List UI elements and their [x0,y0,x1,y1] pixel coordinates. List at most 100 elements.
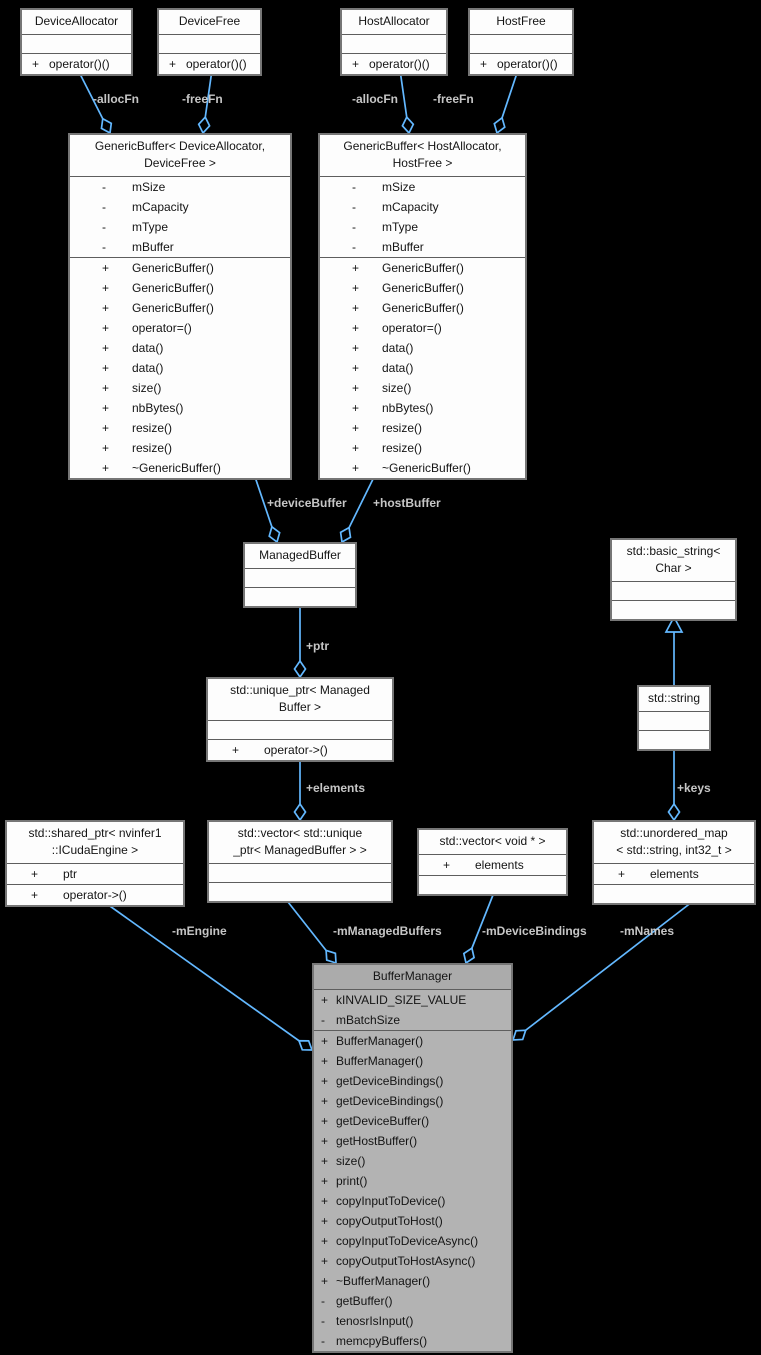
class-title-line: std::vector< void * > [439,834,546,848]
members-section: +kINVALID_SIZE_VALUE-mBatchSize [314,990,511,1031]
aggregation-diamond [197,115,211,135]
visibility-symbol: + [321,1274,329,1288]
empty-section [209,883,391,901]
visibility-symbol: + [102,421,110,435]
visibility-symbol: + [321,1034,329,1048]
member-row: +operator->() [208,740,392,760]
class-box-std-basic-string[interactable]: std::basic_string<Char > [610,538,737,621]
edge-label: -mManagedBuffers [333,924,442,938]
member-name: BufferManager() [336,1054,424,1068]
visibility-symbol: + [102,381,110,395]
member-row: -getBuffer() [314,1291,511,1311]
edge-label: -freeFn [182,92,223,106]
member-row: -mSize [70,177,290,197]
visibility-symbol: + [352,281,360,295]
class-title-line: < std::string, int32_t > [616,843,732,857]
member-name: data() [132,341,164,355]
class-box-std-vector-unique-ptr-ManagedBuffer[interactable]: std::vector< std::unique_ptr< ManagedBuf… [207,820,393,903]
empty-section [419,876,566,894]
member-row: +getDeviceBindings() [314,1071,511,1091]
member-row: +elements [594,864,754,884]
visibility-symbol: + [31,888,39,902]
member-row: +~GenericBuffer() [320,458,525,478]
class-box-std-unordered-map[interactable]: std::unordered_map< std::string, int32_t… [592,820,756,905]
class-title: ManagedBuffer [245,544,355,569]
edge-label: -freeFn [433,92,474,106]
class-box-DeviceAllocator[interactable]: DeviceAllocator+operator()() [20,8,133,76]
members-section: +elements [594,864,754,885]
member-name: copyOutputToHost() [336,1214,443,1228]
edge-label: -allocFn [93,92,140,106]
class-box-std-vector-void-ptr[interactable]: std::vector< void * >+elements [417,828,568,896]
member-name: size() [382,381,412,395]
visibility-symbol: + [352,57,360,71]
members-section: -mSize-mCapacity-mType-mBuffer [320,177,525,258]
member-row: +copyInputToDevice() [314,1191,511,1211]
member-name: memcpyBuffers() [336,1334,428,1348]
member-row: +operator()() [470,54,572,74]
member-name: getDeviceBindings() [336,1074,444,1088]
class-box-BufferManager[interactable]: BufferManager+kINVALID_SIZE_VALUE-mBatch… [312,963,513,1353]
empty-section [612,582,735,601]
visibility-symbol: + [480,57,488,71]
member-name: ptr [63,867,78,881]
member-name: getBuffer() [336,1294,393,1308]
member-row: +operator()() [159,54,260,74]
class-box-ManagedBuffer[interactable]: ManagedBuffer [243,542,357,608]
class-title-line: std::vector< std::unique [237,826,363,840]
member-row: + BufferManager() [314,1051,511,1071]
class-box-GenericBuffer-Host[interactable]: GenericBuffer< HostAllocator,HostFree > -… [318,133,527,480]
visibility-symbol: + [31,867,39,881]
edge-label: +deviceBuffer [267,496,347,510]
class-box-std-shared-ptr-ICudaEngine[interactable]: std::shared_ptr< nvinfer1::ICudaEngine >… [5,820,185,907]
class-title: std::unordered_map< std::string, int32_t… [594,822,754,864]
empty-section [209,864,391,883]
member-row: +getDeviceBuffer() [314,1111,511,1131]
member-name: kINVALID_SIZE_VALUE [336,993,467,1007]
member-name: mType [382,220,419,234]
empty-section [342,35,446,54]
class-title: std::vector< void * > [419,830,566,855]
class-box-HostFree[interactable]: HostFree+operator()() [468,8,574,76]
visibility-symbol: - [352,240,356,254]
class-title: HostAllocator [342,10,446,35]
member-name: mType [132,220,169,234]
empty-section [639,712,709,731]
member-name: getDeviceBindings() [336,1094,444,1108]
visibility-symbol: + [321,1214,329,1228]
visibility-symbol: + [102,461,110,475]
member-name: operator()() [49,57,110,71]
class-box-HostAllocator[interactable]: HostAllocator + operator()() [340,8,448,76]
class-box-GenericBuffer-Device[interactable]: GenericBuffer< DeviceAllocator,DeviceFre… [68,133,292,480]
class-title-line: std::string [647,691,701,705]
member-row: -mBuffer [70,237,290,257]
class-title-line: std::unordered_map [620,826,728,840]
class-box-std-string[interactable]: std::string [637,685,711,751]
member-name: data() [382,341,414,355]
class-title: GenericBuffer< HostAllocator,HostFree > [320,135,525,177]
aggregation-diamond [493,116,506,135]
member-row: +operator->() [7,885,183,905]
member-row: +copyInputToDeviceAsync() [314,1231,511,1251]
empty-section [470,35,572,54]
class-title-line: _ptr< ManagedBuffer > > [233,843,367,857]
member-row: + copyOutputToHost() [314,1211,511,1231]
member-name: operator()() [369,57,430,71]
class-box-DeviceFree[interactable]: DeviceFree+operator()() [157,8,262,76]
member-name: mSize [382,180,416,194]
class-title: std::string [639,687,709,712]
visibility-symbol: + [352,441,360,455]
class-title: std::vector< std::unique_ptr< ManagedBuf… [209,822,391,864]
visibility-symbol: - [352,200,356,214]
member-row: +GenericBuffer() [320,278,525,298]
edge-label: -mEngine [172,924,227,938]
member-row: +operator()() [22,54,131,74]
visibility-symbol: + [321,1054,329,1068]
members-section: + ptr [7,864,183,885]
visibility-symbol: - [321,1013,325,1027]
aggregation-diamond [401,115,415,135]
visibility-symbol: + [321,1254,329,1268]
member-row: +nbBytes() [70,398,290,418]
visibility-symbol: - [321,1294,325,1308]
